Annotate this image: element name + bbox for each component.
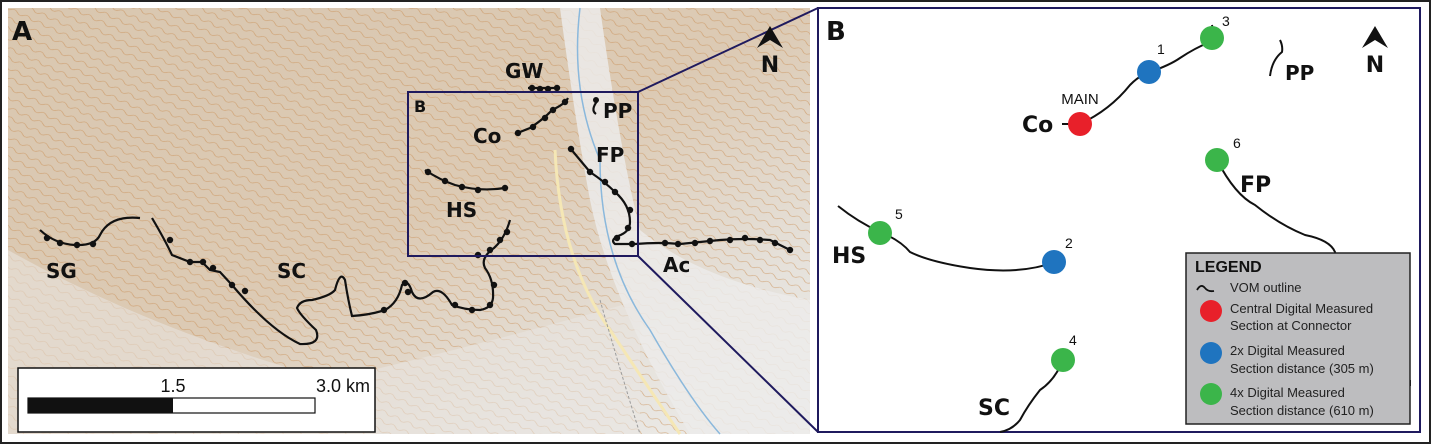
panel-a-label: A	[12, 17, 32, 47]
north-arrow-icon	[1362, 26, 1388, 48]
panel-b-label: B	[826, 17, 846, 47]
point-label-4: 4	[1069, 332, 1077, 348]
scale-bar: 1.5 3.0 km	[17, 367, 376, 433]
site-hs: HS	[446, 198, 477, 222]
panel-b-labels: MAIN Co PP FP HS SC 1 2 3 4 5 6	[832, 13, 1314, 421]
point-label-3: 3	[1222, 13, 1230, 29]
section-point-1	[1137, 60, 1161, 84]
main-label: MAIN	[1061, 91, 1099, 108]
site-fp-b: FP	[1240, 173, 1271, 198]
site-ac: Ac	[663, 253, 690, 277]
section-point-4	[1051, 348, 1075, 372]
vom-outline-icon	[1196, 285, 1215, 293]
north-arrow-b: N	[1362, 26, 1388, 78]
north-arrow-a: N	[757, 26, 783, 78]
section-point-6	[1205, 148, 1229, 172]
north-label-a: N	[761, 53, 779, 78]
site-fp: FP	[596, 143, 624, 167]
river	[576, 7, 721, 435]
point-label-2: 2	[1065, 235, 1073, 251]
site-co: Co	[473, 124, 501, 148]
green-circle-icon	[1200, 383, 1222, 405]
red-circle-icon	[1200, 300, 1222, 322]
north-label-b: N	[1366, 53, 1384, 78]
panel-a-labels: A B GW Co PP FP HS SG SC Ac	[12, 17, 690, 283]
site-hs-b: HS	[832, 244, 866, 269]
section-points-b	[868, 26, 1229, 372]
legend-item-central-2: Section at Connector	[1230, 318, 1352, 333]
site-pp: PP	[603, 99, 632, 123]
legend-item-vom: VOM outline	[1230, 280, 1302, 295]
panel-a-map	[8, 7, 810, 435]
legend-item-4x-2: Section distance (610 m)	[1230, 403, 1374, 418]
legend-item-2x-2: Section distance (305 m)	[1230, 361, 1374, 376]
inset-frame	[407, 7, 819, 433]
point-label-5: 5	[895, 206, 903, 222]
legend-item-4x-1: 4x Digital Measured	[1230, 385, 1345, 400]
site-gw: GW	[505, 59, 543, 83]
section-dots-a	[43, 84, 794, 314]
vom-outlines-b	[837, 24, 1411, 433]
site-sc: SC	[277, 259, 306, 283]
site-pp-b: PP	[1285, 61, 1314, 85]
outline-hs	[424, 169, 506, 191]
scale-mid-label: 1.5	[160, 376, 185, 396]
section-point-5	[868, 221, 892, 245]
legend-item-central-1: Central Digital Measured	[1230, 301, 1373, 316]
point-label-6: 6	[1233, 135, 1241, 151]
outline-sc	[151, 217, 512, 346]
legend: LEGEND VOM outline Central Digital Measu…	[1185, 252, 1411, 425]
section-point-2	[1042, 250, 1066, 274]
legend-item-2x-1: 2x Digital Measured	[1230, 343, 1345, 358]
site-sg: SG	[46, 259, 77, 283]
inset-label: B	[414, 97, 426, 116]
blue-circle-icon	[1200, 342, 1222, 364]
main-section-point	[1068, 112, 1092, 136]
road	[553, 149, 682, 435]
section-point-3	[1200, 26, 1224, 50]
railway	[599, 299, 641, 435]
legend-title: LEGEND	[1195, 259, 1262, 276]
north-arrow-icon	[757, 26, 783, 48]
site-co-b: Co	[1022, 113, 1053, 138]
site-sc-b: SC	[978, 396, 1010, 421]
scale-end-label: 3.0 km	[316, 376, 370, 396]
point-label-1: 1	[1157, 41, 1165, 57]
